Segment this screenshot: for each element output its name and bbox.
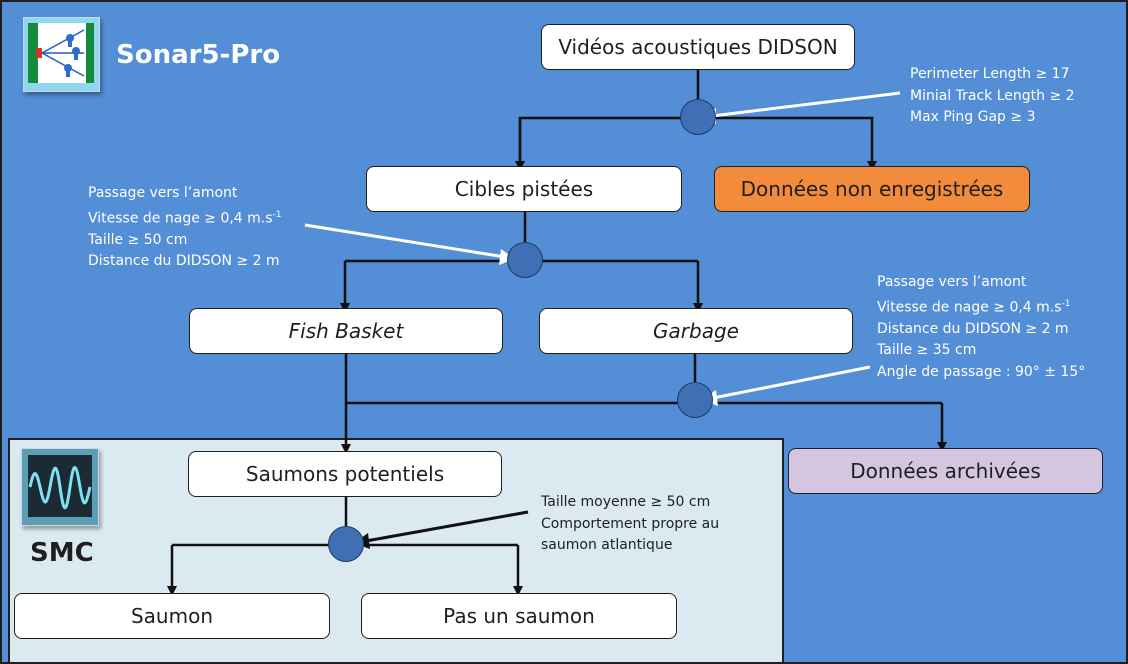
sonar5-pro-logo-icon bbox=[23, 17, 100, 92]
box-fish-basket: Fish Basket bbox=[189, 308, 503, 354]
filter-1-line-3: Max Ping Gap ≥ 3 bbox=[910, 109, 1036, 125]
pointer-filter4 bbox=[365, 510, 529, 543]
filter-4-line-3: saumon atlantique bbox=[541, 537, 673, 553]
filter-3-line-5: Angle de passage : 90° ± 15° bbox=[877, 363, 1086, 380]
box-saumon: Saumon bbox=[14, 593, 330, 639]
filter-2-line-3: Taille ≥ 50 cm bbox=[88, 231, 188, 248]
filter-1-line-2: Minial Track Length ≥ 2 bbox=[910, 87, 1075, 104]
box-saumons-potentiels: Saumons potentiels bbox=[188, 451, 502, 497]
decision-node-3 bbox=[677, 382, 713, 418]
decision-node-4 bbox=[328, 526, 364, 562]
filter-4-line-2: Comportement propre au bbox=[541, 515, 720, 532]
box-donnees-archivees: Données archivées bbox=[788, 448, 1103, 494]
filter-3-line-1: Passage vers l’amont bbox=[877, 274, 1027, 290]
decision-node-1 bbox=[680, 99, 716, 135]
filter-3-line-3: Distance du DIDSON ≥ 2 m bbox=[877, 320, 1069, 337]
box-videos-didson: Vidéos acoustiques DIDSON bbox=[541, 24, 855, 70]
filter-note-3: Passage vers l’amont Vitesse de nage ≥ 0… bbox=[877, 272, 1085, 383]
smc-title: SMC bbox=[30, 538, 94, 568]
sonar5-pro-title: Sonar5-Pro bbox=[116, 40, 281, 70]
filter-note-2: Passage vers l’amont Vitesse de nage ≥ 0… bbox=[88, 183, 282, 273]
filter-note-4: Taille moyenne ≥ 50 cm Comportement prop… bbox=[541, 492, 719, 557]
filter-3-line-4: Taille ≥ 35 cm bbox=[877, 342, 977, 359]
pointer-filter3 bbox=[712, 365, 871, 400]
box-pas-un-saumon: Pas un saumon bbox=[361, 593, 677, 639]
filter-note-1: Perimeter Length ≥ 17 Minial Track Lengt… bbox=[910, 64, 1075, 129]
filter-2-line-4: Distance du DIDSON ≥ 2 m bbox=[88, 253, 280, 270]
smc-waveform-logo-icon bbox=[21, 448, 99, 526]
box-garbage: Garbage bbox=[539, 308, 853, 354]
filter-3-line-2: Vitesse de nage ≥ 0,4 m.s-1 bbox=[877, 298, 1071, 316]
box-donnees-non-enregistrees: Données non enregistrées bbox=[714, 166, 1030, 212]
filter-4-line-1: Taille moyenne ≥ 50 cm bbox=[541, 494, 711, 510]
filter-2-line-1: Passage vers l’amont bbox=[88, 185, 238, 201]
box-cibles-pistees: Cibles pistées bbox=[366, 166, 682, 212]
pointer-filter1 bbox=[711, 91, 901, 118]
filter-1-line-1: Perimeter Length ≥ 17 bbox=[910, 66, 1070, 82]
decision-node-2 bbox=[507, 242, 543, 278]
pointer-filter2 bbox=[304, 223, 506, 259]
filter-2-line-2: Vitesse de nage ≥ 0,4 m.s-1 bbox=[88, 209, 282, 227]
